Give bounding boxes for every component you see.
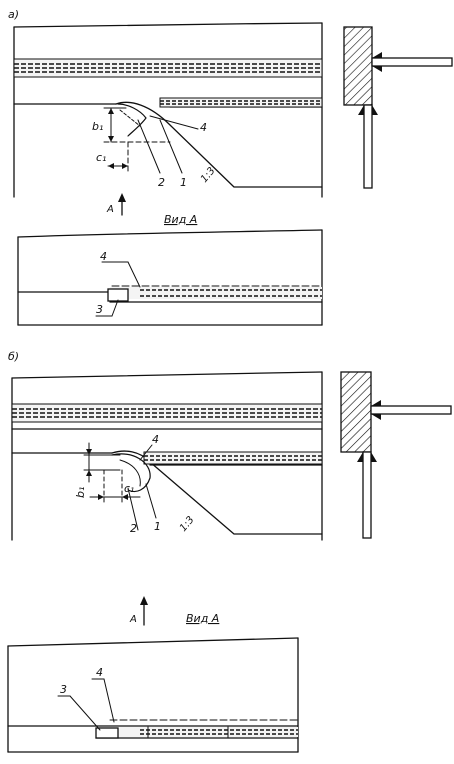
panel-b-callout-4: 4 [152, 433, 159, 446]
panel-b-dimension-c1: c₁ [89, 469, 141, 503]
panel-b-view-arrow: А [129, 596, 148, 626]
panel-a-section [343, 26, 453, 189]
panel-a-plan-view: b₁ c₁ 4 2 1 1:3 [13, 22, 323, 216]
panel-b-label: б) [8, 350, 19, 363]
panel-b-c1-label: c₁ [124, 482, 134, 495]
panel-a-view-callout-3: 3 [96, 303, 103, 316]
panel-b-b1-label: b₁ [74, 487, 87, 498]
panel-b-top-weld-bead [11, 403, 323, 423]
panel-a-callout-2: 2 [158, 176, 165, 189]
panel-a-callout-1: 1 [180, 176, 187, 189]
panel-a: а) [8, 8, 453, 326]
panel-b-dimension-b1: b₁ [74, 442, 121, 498]
panel-b-callouts: 4 2 1 1:3 [127, 433, 197, 535]
panel-a-c1-label: c₁ [96, 151, 106, 164]
panel-b-view-a: Вид А 4 3 [7, 612, 299, 753]
panel-a-label: а) [8, 8, 19, 21]
panel-a-dimension-b1: b₁ [92, 107, 171, 143]
panel-b-plan-view: b₁ c₁ 4 2 1 1:3 [11, 371, 323, 541]
panel-b: б) [7, 350, 452, 753]
panel-a-callouts: 4 2 1 1:3 [137, 115, 218, 189]
panel-a-arrow-label: А [106, 204, 114, 215]
panel-b-view-label: Вид А [186, 612, 219, 625]
panel-a-top-weld-bead [13, 58, 323, 78]
panel-b-lower-weld-bead [143, 451, 323, 465]
panel-a-lower-weld-bead [159, 97, 323, 108]
panel-b-callout-1: 1 [154, 520, 161, 533]
panel-b-view-callout-4: 4 [96, 666, 103, 679]
panel-b-arrow-label: А [129, 614, 137, 625]
panel-b-section [340, 371, 452, 539]
panel-a-view-label: Вид А [164, 213, 197, 226]
panel-a-dimension-c1: c₁ [96, 141, 129, 173]
panel-a-callout-4: 4 [200, 121, 207, 134]
panel-a-view-arrow: А [106, 193, 126, 216]
panel-b-callout-2: 2 [130, 522, 137, 535]
panel-b-view-callout-3: 3 [60, 683, 67, 696]
panel-a-view-a: Вид А 4 3 [17, 213, 323, 326]
panel-b-slope: 1:3 [178, 515, 197, 534]
panel-a-view-callout-4: 4 [100, 250, 107, 263]
panel-a-b1-label: b₁ [92, 120, 103, 133]
